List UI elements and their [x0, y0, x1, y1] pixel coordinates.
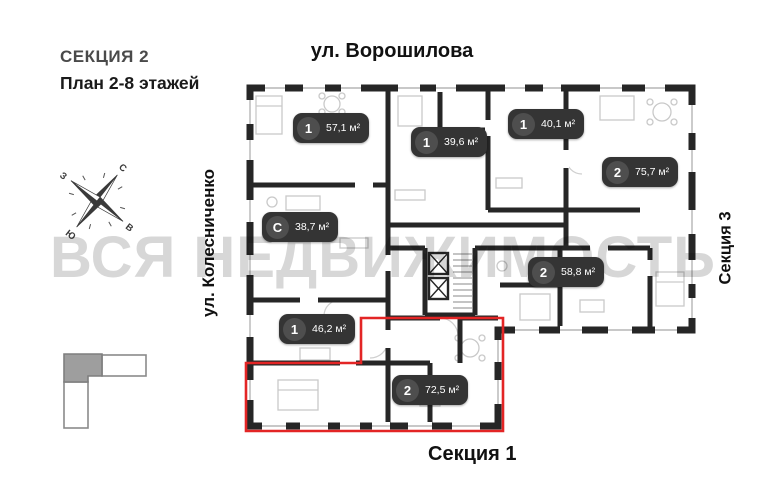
apartment-badge-46-2[interactable]: 1 46,2 м² [279, 314, 355, 344]
apartment-area-label: 75,7 м² [635, 166, 670, 178]
building-position-indicator [63, 353, 147, 429]
apartment-badge-38-7[interactable]: С 38,7 м² [262, 212, 338, 242]
apartment-area-label: 38,7 м² [295, 221, 330, 233]
apartment-area-label: 46,2 м² [312, 323, 347, 335]
compass-west-letter: З [57, 170, 69, 182]
apartment-badge-75-7[interactable]: 2 75,7 м² [602, 157, 678, 187]
apartment-area-label: 58,8 м² [561, 266, 596, 278]
apartment-type-badge: 1 [512, 112, 535, 136]
apartment-badge-58-8[interactable]: 2 58,8 м² [528, 257, 604, 287]
apartment-badge-72-5[interactable]: 2 72,5 м² [392, 375, 468, 405]
apartment-area-label: 57,1 м² [326, 122, 361, 134]
plan-subtitle: План 2-8 этажей [60, 73, 200, 93]
apartment-badge-39-6[interactable]: 1 39,6 м² [411, 127, 487, 157]
apartment-type-badge: 1 [415, 130, 438, 154]
apartment-area-label: 72,5 м² [425, 384, 460, 396]
street-label-top: ул. Ворошилова [310, 40, 474, 62]
apartment-type-badge: 2 [532, 260, 555, 284]
apartment-type-badge: 2 [396, 378, 419, 402]
stair-elevator-core [427, 251, 472, 309]
apartment-badge-57-1[interactable]: 1 57,1 м² [293, 113, 369, 143]
apartment-type-badge: 2 [606, 160, 629, 184]
apartment-area-label: 39,6 м² [444, 136, 479, 148]
indicator-current-section [63, 353, 103, 383]
compass-rose-icon: С В Ю З [57, 162, 135, 243]
apartment-area-label: 40,1 м² [541, 118, 576, 130]
apartment-type-badge: 1 [297, 116, 320, 140]
apartment-badge-40-1[interactable]: 1 40,1 м² [508, 109, 584, 139]
section-1-label: Секция 1 [428, 443, 517, 465]
apartment-type-badge: С [266, 215, 289, 239]
apartment-type-badge: 1 [283, 317, 306, 341]
section-title: СЕКЦИЯ 2 [60, 47, 150, 66]
